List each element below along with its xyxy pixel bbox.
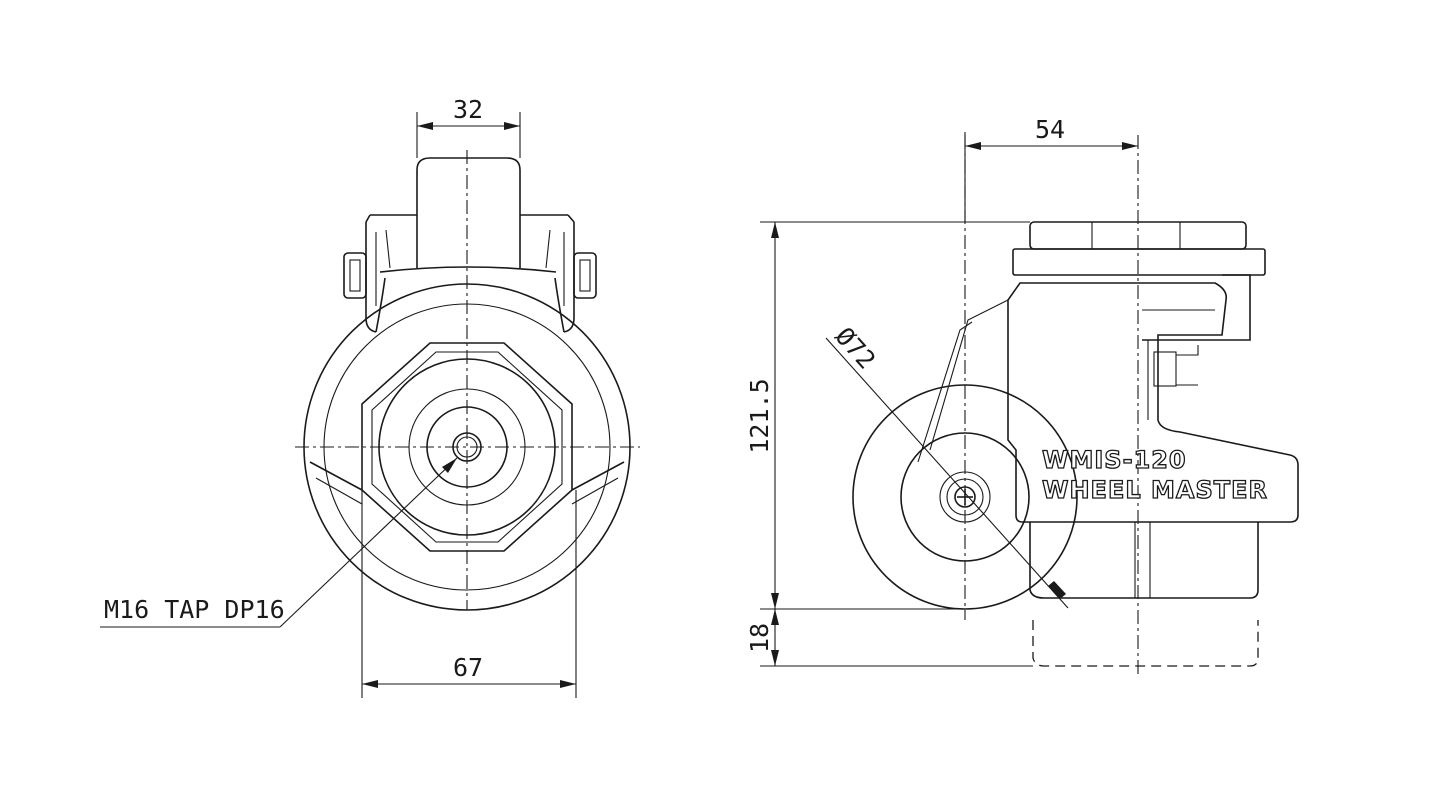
dimension-18: 18: [745, 623, 774, 653]
tap-callout: M16 TAP DP16: [104, 595, 285, 624]
brand-label: WHEEL MASTER: [1042, 476, 1268, 504]
side-view: Ø72 54 121.5 18 WMIS-120 WHEEL MASTER: [745, 115, 1299, 678]
dimension-32: 32: [453, 95, 483, 124]
dimension-wheel-diameter: Ø72: [830, 322, 882, 375]
front-view: 32 67 M16 TAP DP16: [100, 95, 640, 698]
model-label: WMIS-120: [1042, 446, 1187, 474]
dimension-54: 54: [1035, 115, 1065, 144]
dimension-67: 67: [453, 653, 483, 682]
dimension-121-5: 121.5: [745, 378, 774, 453]
